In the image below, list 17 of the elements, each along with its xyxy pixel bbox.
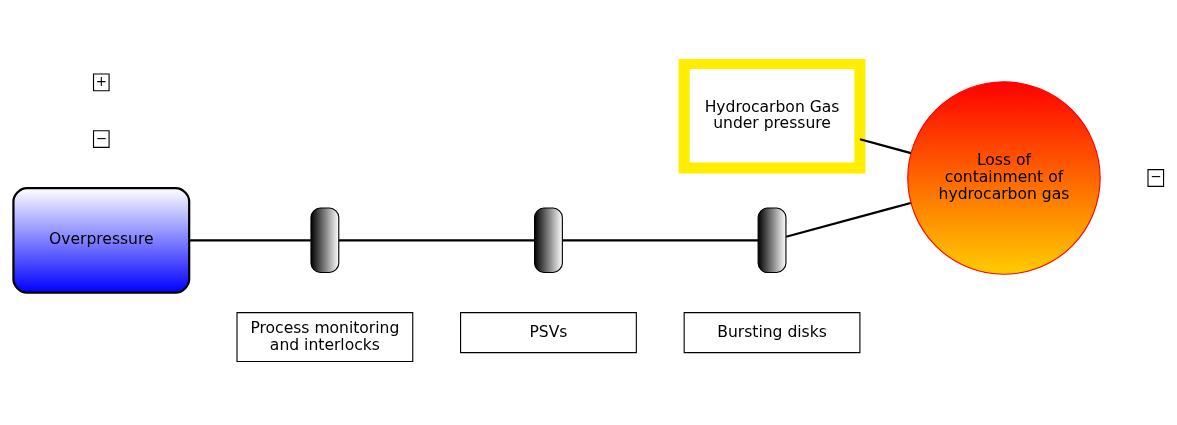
connector bbox=[785, 201, 912, 238]
node-bar bbox=[757, 207, 787, 274]
node-bar bbox=[534, 207, 563, 274]
node-bar bbox=[310, 207, 340, 274]
connector bbox=[189, 239, 311, 242]
node-box: Overpressure bbox=[12, 186, 191, 294]
label: − bbox=[95, 130, 107, 146]
node-box: Process monitoring and interlocks bbox=[236, 312, 414, 363]
node-box: PSVs bbox=[460, 312, 637, 354]
label: + bbox=[95, 73, 107, 89]
connector bbox=[859, 138, 912, 155]
label: − bbox=[1150, 169, 1162, 185]
connector bbox=[338, 239, 535, 242]
node-box: Bursting disks bbox=[683, 312, 861, 354]
connector bbox=[562, 239, 759, 242]
node-circle: Loss of containment of hydrocarbon gas bbox=[907, 81, 1101, 275]
node-box: Hydrocarbon Gas under pressure bbox=[678, 59, 866, 174]
